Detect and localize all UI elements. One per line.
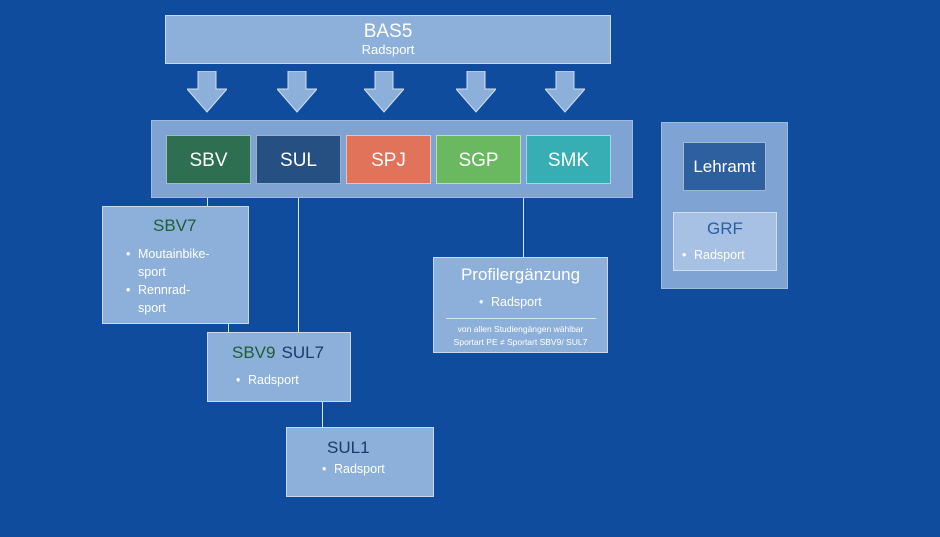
bullet-icon: • xyxy=(322,462,327,476)
list-item-text: Radsport xyxy=(491,295,542,309)
list-item-text: Moutainbike- xyxy=(138,247,210,261)
sbv9-sul7-title: SBV9 SUL7 xyxy=(232,343,324,363)
list-item-text: Radsport xyxy=(248,373,299,387)
sbv9-label: SBV9 xyxy=(232,343,276,362)
bullet-icon: • xyxy=(682,248,687,262)
sbv9-sul7-box: SBV9 SUL7 • Radsport xyxy=(207,332,351,402)
bas5-title: BAS5 xyxy=(363,21,413,42)
list-item: sport xyxy=(126,299,210,317)
down-arrow-icon xyxy=(277,71,317,113)
module-smk: SMK xyxy=(526,135,611,184)
list-item-text: Rennrad- xyxy=(138,283,191,297)
profilergaenzung-box: Profilergänzung • Radsport von allen Stud… xyxy=(433,257,608,353)
connector-line xyxy=(228,324,229,332)
bullet-icon: • xyxy=(126,283,131,297)
down-arrow-icon xyxy=(545,71,585,113)
sbv9-sul7-list: • Radsport xyxy=(236,371,299,389)
profilergaenzung-list: • Radsport xyxy=(479,293,542,311)
grf-box: GRF • Radsport xyxy=(673,212,777,271)
grf-title: GRF xyxy=(707,219,743,238)
bullet-icon: • xyxy=(479,295,484,309)
module-sul: SUL xyxy=(256,135,341,184)
divider xyxy=(446,318,596,319)
sbv7-list: • Moutainbike- sport • Rennrad- sport xyxy=(126,245,210,317)
list-item: • Radsport xyxy=(682,246,745,264)
profilergaenzung-title: Profilergänzung xyxy=(460,265,581,284)
list-item-text: sport xyxy=(138,265,166,279)
down-arrow-icon xyxy=(456,71,496,113)
list-item: • Radsport xyxy=(236,371,299,389)
list-item: • Moutainbike- xyxy=(126,245,210,263)
lehramt-box: Lehramt xyxy=(683,142,766,191)
bullet-icon: • xyxy=(126,247,131,261)
bullet-icon: • xyxy=(236,373,241,387)
list-item: • Rennrad- xyxy=(126,281,210,299)
sbv7-title: SBV7 xyxy=(153,216,197,235)
bas5-box: BAS5 Radsport xyxy=(165,15,611,64)
list-item: • Radsport xyxy=(479,293,542,311)
sul1-title: SUL1 xyxy=(327,438,370,457)
sul1-box: SUL1 • Radsport xyxy=(286,427,434,497)
module-spj: SPJ xyxy=(346,135,431,184)
profilergaenzung-note: Sportart PE ≠ Sportart SBV9/ SUL7 xyxy=(453,337,588,347)
module-sbv: SBV xyxy=(166,135,251,184)
connector-line xyxy=(207,198,208,206)
list-item-text: sport xyxy=(138,301,166,315)
list-item: sport xyxy=(126,263,210,281)
sbv7-box: SBV7 • Moutainbike- sport • Rennrad- sport xyxy=(102,206,249,324)
list-item-text: Radsport xyxy=(694,248,745,262)
connector-line xyxy=(523,198,524,257)
profilergaenzung-note: von allen Studiengängen wählbar xyxy=(457,324,584,334)
connector-line xyxy=(322,402,323,427)
grf-list: • Radsport xyxy=(682,246,745,264)
sul7-label: SUL7 xyxy=(281,343,325,362)
sul1-list: • Radsport xyxy=(322,460,385,478)
connector-line xyxy=(298,198,299,332)
down-arrow-icon xyxy=(187,71,227,113)
list-item-text: Radsport xyxy=(334,462,385,476)
module-sgp: SGP xyxy=(436,135,521,184)
bas5-subtitle: Radsport xyxy=(361,42,415,57)
list-item: • Radsport xyxy=(322,460,385,478)
down-arrow-icon xyxy=(364,71,404,113)
